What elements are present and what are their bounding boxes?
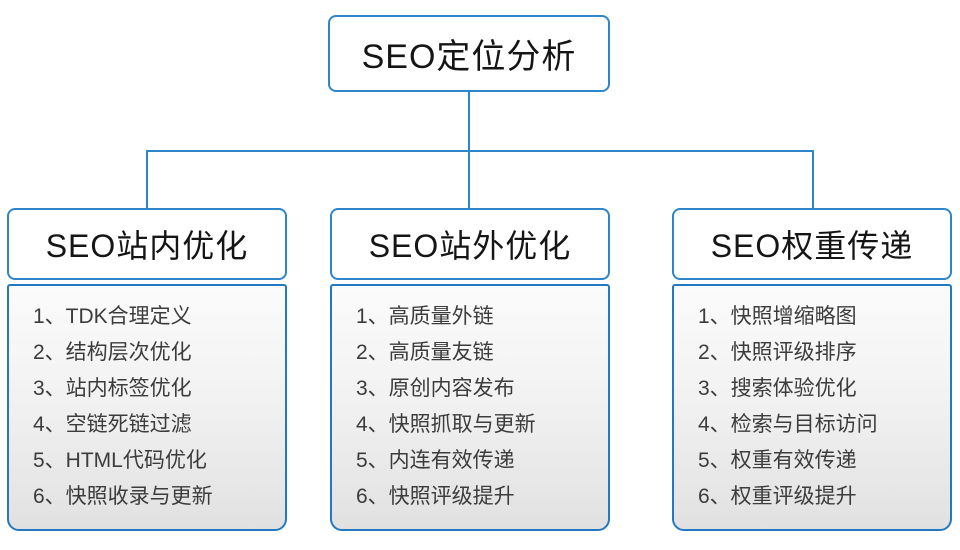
connector-drop-left [146,150,148,208]
branch-header-weight: SEO权重传递 [672,208,952,280]
list-item: 6、权重评级提升 [698,485,857,508]
connector-drop-right [812,150,814,208]
branch-title: SEO权重传递 [710,228,914,264]
list-item: 2、结构层次优化 [33,341,192,364]
list-item: 4、快照抓取与更新 [356,413,536,436]
list-item: 5、权重有效传递 [698,449,857,472]
list-item: 1、快照增缩略图 [698,305,857,328]
branch-weight-transfer: SEO权重传递 1、快照增缩略图 2、快照评级排序 3、搜索体验优化 4、检索与… [672,208,952,531]
list-item: 4、检索与目标访问 [698,413,878,436]
branch-onsite-optimization: SEO站内优化 1、TDK合理定义 2、结构层次优化 3、站内标签优化 4、空链… [7,208,287,531]
list-item: 6、快照评级提升 [356,485,515,508]
list-item: 1、高质量外链 [356,305,494,328]
list-item: 6、快照收录与更新 [33,485,213,508]
list-item: 3、站内标签优化 [33,377,192,400]
root-node-title: SEO定位分析 [361,38,577,76]
list-item: 3、搜索体验优化 [698,377,857,400]
branch-offsite-optimization: SEO站外优化 1、高质量外链 2、高质量友链 3、原创内容发布 4、快照抓取与… [330,208,610,531]
connector-root-stem [468,92,470,150]
list-item: 1、TDK合理定义 [33,305,192,328]
list-item: 5、内连有效传递 [356,449,515,472]
list-item: 3、原创内容发布 [356,377,515,400]
branch-list-onsite: 1、TDK合理定义 2、结构层次优化 3、站内标签优化 4、空链死链过滤 5、H… [7,284,287,531]
branch-title: SEO站内优化 [45,228,249,264]
connector-horizontal-bar [146,150,814,152]
list-item: 5、HTML代码优化 [33,449,207,472]
root-node-seo-positioning-analysis: SEO定位分析 [328,15,610,92]
branch-list-offsite: 1、高质量外链 2、高质量友链 3、原创内容发布 4、快照抓取与更新 5、内连有… [330,284,610,531]
branch-header-onsite: SEO站内优化 [7,208,287,280]
list-item: 2、快照评级排序 [698,341,857,364]
branch-header-offsite: SEO站外优化 [330,208,610,280]
branch-title: SEO站外优化 [368,228,572,264]
branch-list-weight: 1、快照增缩略图 2、快照评级排序 3、搜索体验优化 4、检索与目标访问 5、权… [672,284,952,531]
list-item: 2、高质量友链 [356,341,494,364]
connector-drop-center [468,150,470,208]
list-item: 4、空链死链过滤 [33,413,192,436]
